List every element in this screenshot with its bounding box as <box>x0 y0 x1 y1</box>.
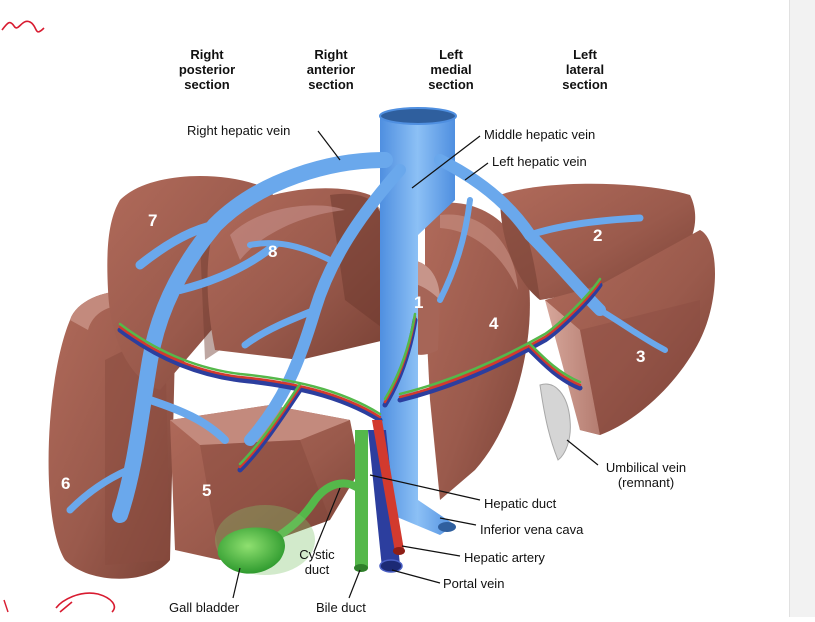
label-hepatic-duct: Hepatic duct <box>484 496 557 511</box>
vertical-scrollbar[interactable] <box>789 0 815 617</box>
label-inferior-vena-cava: Inferior vena cava <box>480 522 584 537</box>
ivc-top-opening <box>379 107 457 125</box>
cystic-duct-vessel <box>276 479 364 539</box>
label-hepatic-artery: Hepatic artery <box>464 550 545 565</box>
bile-duct-vessel <box>355 430 368 568</box>
umbilical-remnant-shape <box>539 383 571 461</box>
segment-number-8: 8 <box>268 242 278 261</box>
ivc-vessel <box>380 115 455 535</box>
handwriting-mark <box>3 599 9 613</box>
hepatic-artery-vessel <box>372 420 404 552</box>
label-gall-bladder: Gall bladder <box>169 600 240 615</box>
portal-triad-branches <box>117 277 603 473</box>
segment-number-6: 6 <box>61 474 71 493</box>
label-portal-vein: Portal vein <box>443 576 505 591</box>
segment-number-7: 7 <box>148 211 158 230</box>
handwriting-mark <box>1 20 45 33</box>
gall-bladder-shape <box>215 505 315 575</box>
segment-number-3: 3 <box>636 347 646 366</box>
segment-2-tissue <box>500 183 696 300</box>
segment-number-5: 5 <box>202 481 212 500</box>
label-middle-hepatic-vein: Middle hepatic vein <box>484 127 596 142</box>
segment-8-tissue <box>207 188 385 360</box>
leader-lines <box>232 130 599 599</box>
label-right-hepatic-vein: Right hepatic vein <box>187 123 291 138</box>
label-umbilical-vein: Umbilical vein(remnant) <box>605 460 687 490</box>
segment-number-2: 2 <box>593 226 603 245</box>
segment-number-4: 4 <box>489 314 499 333</box>
segment-number-1: 1 <box>414 293 424 312</box>
label-bile-duct: Bile duct <box>316 600 366 615</box>
right-hepatic-vein-vessel <box>112 152 393 523</box>
handwriting-mark <box>55 592 116 613</box>
label-left-hepatic-vein: Left hepatic vein <box>492 154 587 169</box>
